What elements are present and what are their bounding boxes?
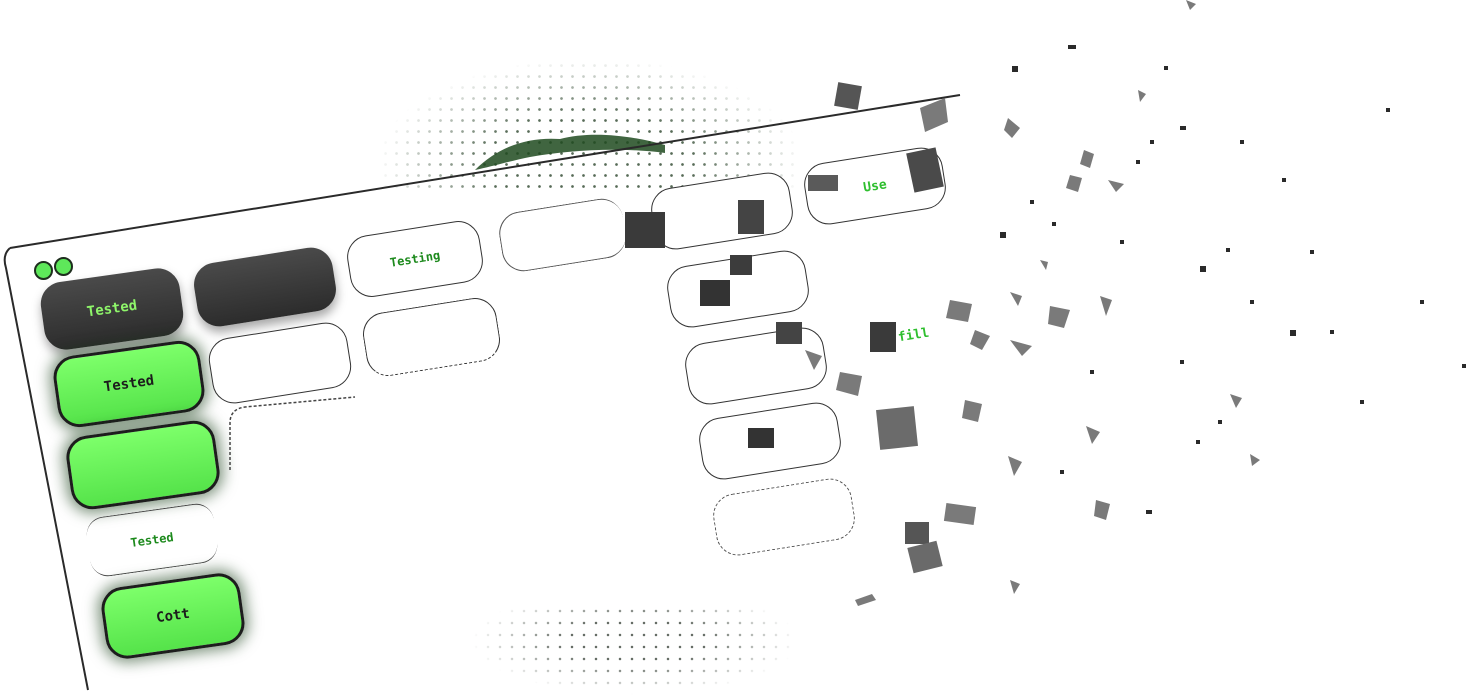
dark-smudge: [475, 134, 665, 170]
fragment-block: [870, 322, 896, 352]
fragment-block: [905, 522, 929, 544]
window-minimize-control[interactable]: [54, 257, 73, 276]
fragment-block: [700, 280, 730, 306]
fragment-block: [748, 428, 774, 448]
partial-outline: [229, 396, 356, 470]
window-close-control[interactable]: [34, 261, 53, 280]
halftone-dots-bottom: [470, 605, 800, 695]
fragment-block: [625, 212, 665, 248]
fragment-block: [730, 255, 752, 275]
fragment-block: [776, 322, 802, 344]
fragment-block: [808, 175, 838, 191]
halftone-dots-top: [380, 60, 800, 190]
fragment-block: [738, 200, 764, 234]
